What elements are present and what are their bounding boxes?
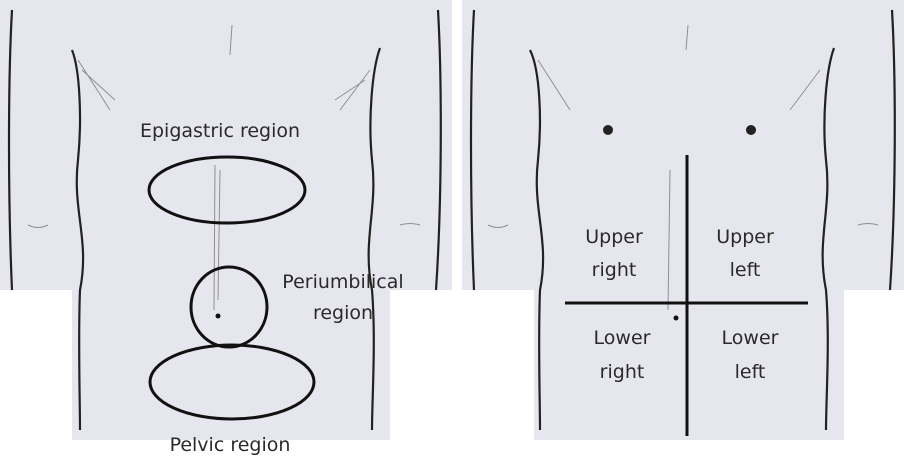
periumbilical-label-line1: Periumbilical (282, 271, 403, 293)
upper-left-label-2: left (730, 259, 761, 281)
epigastric-label: Epigastric region (140, 120, 300, 142)
pelvic-label: Pelvic region (170, 434, 291, 456)
lower-right-label-2: right (600, 361, 645, 383)
left-torso-figure: Epigastric region Periumbilical region P… (0, 0, 452, 456)
epigastric-region-outline (147, 155, 307, 225)
pelvic-region-outline (148, 343, 316, 421)
upper-left-label-1: Upper (716, 226, 774, 248)
upper-right-label-2: right (592, 259, 637, 281)
periumbilical-label-line2: region (313, 302, 373, 324)
lower-left-label-2: left (735, 361, 766, 383)
periumbilical-region-outline (189, 265, 269, 349)
lower-right-label-1: Lower (594, 327, 651, 349)
upper-right-label-1: Upper (585, 226, 643, 248)
lower-left-label-1: Lower (722, 327, 779, 349)
right-torso-figure: Upper right Upper left Lower right Lower… (462, 0, 904, 466)
